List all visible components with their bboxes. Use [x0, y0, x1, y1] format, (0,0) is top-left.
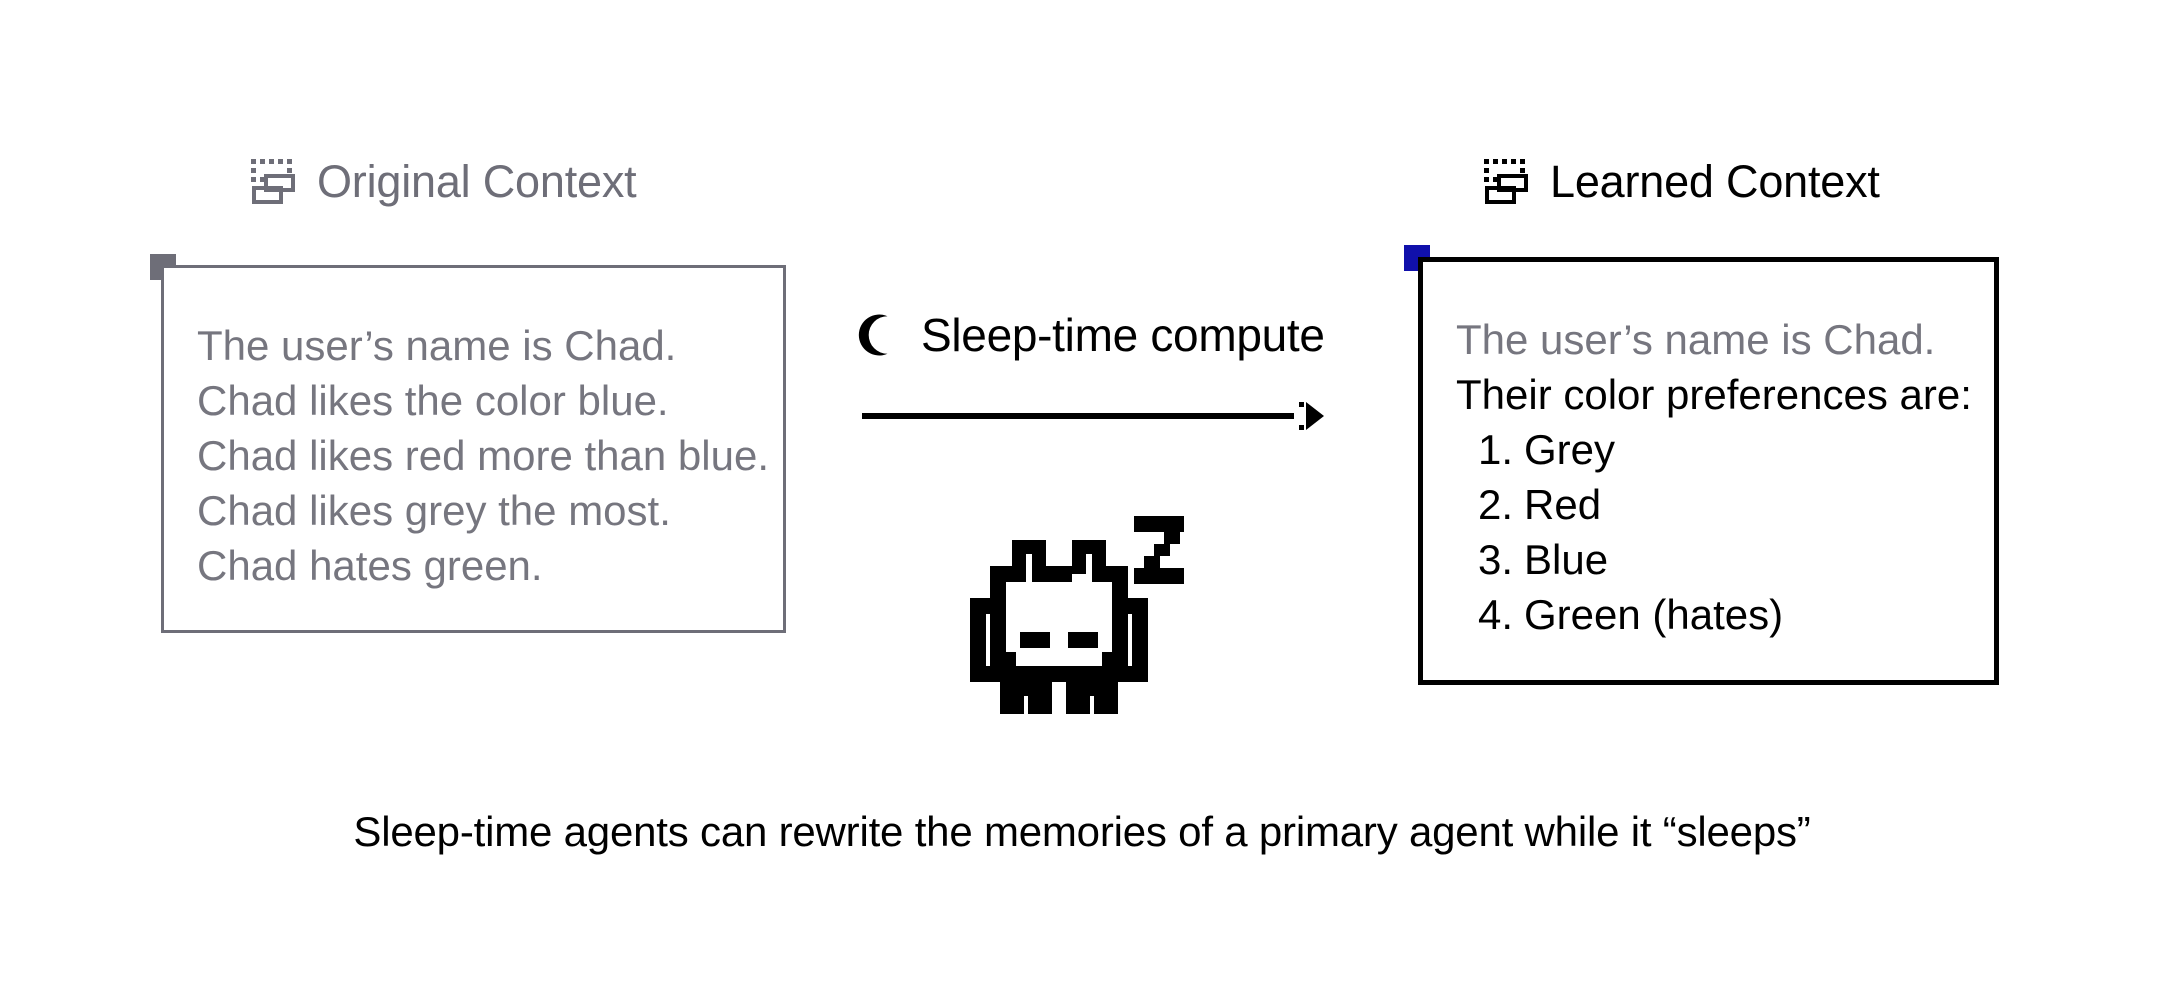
list-item: 3.Blue: [1456, 532, 1984, 587]
original-context-box: The user’s name is Chad. Chad likes the …: [161, 265, 786, 633]
list-item-number: 2.: [1478, 481, 1514, 528]
color-preferences-list: 1.Grey 2.Red 3.Blue 4.Green (hates): [1456, 422, 1984, 642]
context-line: Chad hates green.: [197, 542, 543, 589]
list-item: 2.Red: [1456, 477, 1984, 532]
list-item-number: 1.: [1478, 426, 1514, 473]
crescent-moon-icon: [857, 313, 901, 357]
context-line: Chad likes the color blue.: [197, 377, 669, 424]
context-line: Chad likes red more than blue.: [197, 432, 769, 479]
list-item-label: Blue: [1524, 536, 1609, 583]
context-line: Chad likes grey the most.: [197, 487, 671, 534]
original-context-header: Original Context: [243, 155, 637, 207]
sleep-time-compute-text: Sleep-time compute: [921, 309, 1325, 361]
list-item: 4.Green (hates): [1456, 587, 1984, 642]
list-item: 1.Grey: [1456, 422, 1984, 477]
context-window-icon: [1476, 155, 1528, 207]
list-item-label: Grey: [1524, 426, 1616, 473]
learned-context-lines: The user’s name is Chad. Their color pre…: [1456, 312, 1984, 642]
sleeping-invader-icon: [962, 512, 1186, 718]
learned-context-title: Learned Context: [1550, 155, 1880, 207]
preferences-heading: Their color preferences are:: [1456, 371, 1972, 418]
learned-context-box: The user’s name is Chad. Their color pre…: [1418, 257, 1999, 685]
list-item-number: 3.: [1478, 536, 1514, 583]
figure-caption: Sleep-time agents can rewrite the memori…: [353, 808, 1811, 855]
context-line: The user’s name is Chad.: [197, 322, 677, 369]
context-window-icon: [243, 155, 295, 207]
list-item-number: 4.: [1478, 591, 1514, 638]
preserved-context-line: The user’s name is Chad.: [1456, 316, 1936, 363]
original-context-lines: The user’s name is Chad. Chad likes the …: [197, 318, 773, 593]
list-item-label: Red: [1524, 481, 1602, 528]
original-context-title: Original Context: [317, 155, 637, 207]
sleep-time-compute-label: Sleep-time compute: [857, 312, 1325, 358]
list-item-label: Green (hates): [1524, 591, 1784, 638]
learned-context-header: Learned Context: [1476, 155, 1880, 207]
right-arrow-icon: [862, 398, 1332, 434]
